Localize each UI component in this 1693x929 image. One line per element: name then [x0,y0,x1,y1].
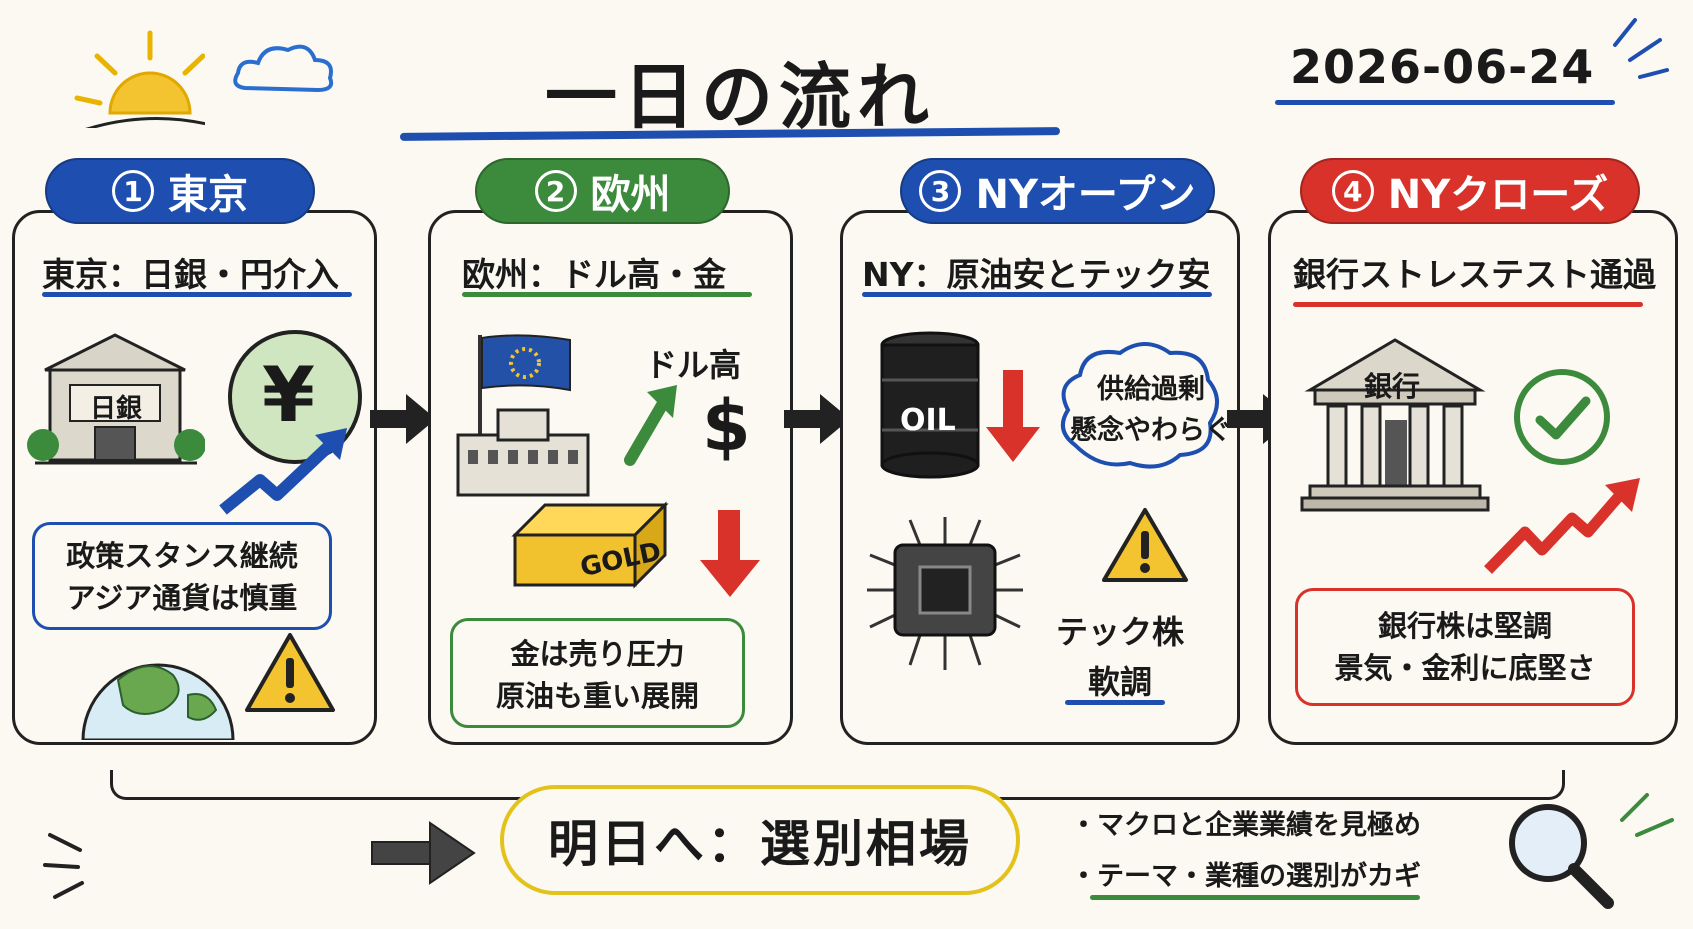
tech-line: 軟調 [1087,662,1152,701]
heading-underline [42,292,352,297]
down-arrow-icon [700,510,760,597]
note-box: 銀行株は堅調 景気・金利に底堅さ [1295,588,1635,706]
cloud-icon [233,44,334,93]
eu-flag-icon [478,334,571,435]
flow-arrow-icon [784,394,850,444]
oil-barrel-icon [880,331,980,479]
pill-label: 東京 [168,172,248,218]
note-line: アジア通貨は慎重 [66,581,298,616]
pill-ny-close: 4 NYクローズ [1300,158,1640,224]
thought-cloud-icon [1060,342,1219,469]
tech-underline [1065,700,1165,705]
sparkle-lines-icon [1613,18,1669,79]
step-number: 4 [1331,170,1374,212]
note-line: 政策スタンス継続 [66,539,298,573]
burst-lines-icon [43,833,84,899]
globe-icon [81,663,235,740]
cloud-line: 供給過剰 [1097,374,1205,405]
note-box: 金は売り圧力 原油も重い展開 [450,618,745,728]
list-item: テーマ・業種の選別がカギ [1070,851,1421,902]
step-number: 1 [112,170,154,212]
heading-underline [862,292,1212,297]
gold-bar-icon [511,501,669,589]
cloud-text: 供給過剰 懸念やわらぐ [1070,370,1232,451]
yen-symbol: ¥ [262,350,315,439]
footer-bullets: マクロと企業業績を見極め テーマ・業種の選別がカギ [1070,800,1421,903]
pill-label: NYオープン [975,172,1196,218]
oil-label: OIL [900,403,956,438]
note-line: 銀行株は堅調 [1377,609,1552,643]
panel-heading: NY：原油安とテック安 [862,255,1211,294]
bank-building-icon [1300,338,1490,512]
bullet-underline [1090,895,1420,900]
panel-heading: 銀行ストレステスト通過 [1293,255,1656,294]
pill-label: 欧州 [590,172,671,218]
sparkle-lines-icon [1620,793,1674,837]
pill-ny-open: 3 NYオープン [900,158,1215,224]
warning-icon [245,633,335,712]
up-trend-arrow-icon [1484,478,1640,574]
yen-coin-icon [228,330,362,464]
pill-europe: 2 欧州 [475,158,730,224]
footer-main: 明日へ：選別相場 [500,785,1020,895]
chip-icon [867,517,1023,670]
up-arrow-icon [624,385,677,466]
footer-main-text: 明日へ：選別相場 [548,815,972,873]
pill-tokyo: 1 東京 [45,158,315,224]
panel-heading: 東京：日銀・円介入 [42,255,339,294]
page-title: 一日の流れ [544,55,935,139]
building-label: 銀行 [1364,370,1421,403]
dollar-label: ドル高 [645,346,742,384]
note-line: 金は売り圧力 [510,637,685,671]
bank-building-icon [27,333,205,465]
flow-arrow-icon [370,394,436,444]
dollar-symbol: $ [702,385,751,467]
heading-underline [462,292,752,297]
building-icon [456,408,590,497]
tech-line: テック株 [1055,613,1184,651]
note-line: 景気・金利に底堅さ [1334,651,1596,686]
check-circle-icon [1514,369,1610,465]
step-number: 2 [534,170,577,212]
building-label: 日銀 [90,394,143,424]
date-underline [1275,100,1615,105]
panel-ny-open [840,210,1240,745]
magnifier-icon [1509,804,1614,909]
note-line: 原油も重い展開 [495,679,699,714]
step-number: 3 [919,170,962,212]
heading-underline [1293,302,1643,307]
warning-icon [1102,508,1188,582]
up-trend-arrow-icon [219,428,347,515]
panel-heading: 欧州：ドル高・金 [462,255,726,294]
list-item: マクロと企業業績を見極め [1070,800,1421,851]
pill-label: NYクローズ [1387,172,1609,218]
cloud-line: 懸念やわらぐ [1070,414,1232,446]
note-box: 政策スタンス継続 アジア通貨は慎重 [32,522,332,630]
panel-tokyo [12,210,377,745]
down-arrow-icon [986,370,1040,462]
sun-icon [74,30,205,128]
footer-arrow-icon [371,821,476,885]
tech-text: テック株 軟調 [1055,608,1185,707]
date-label: 2026-06-24 [1290,40,1595,94]
